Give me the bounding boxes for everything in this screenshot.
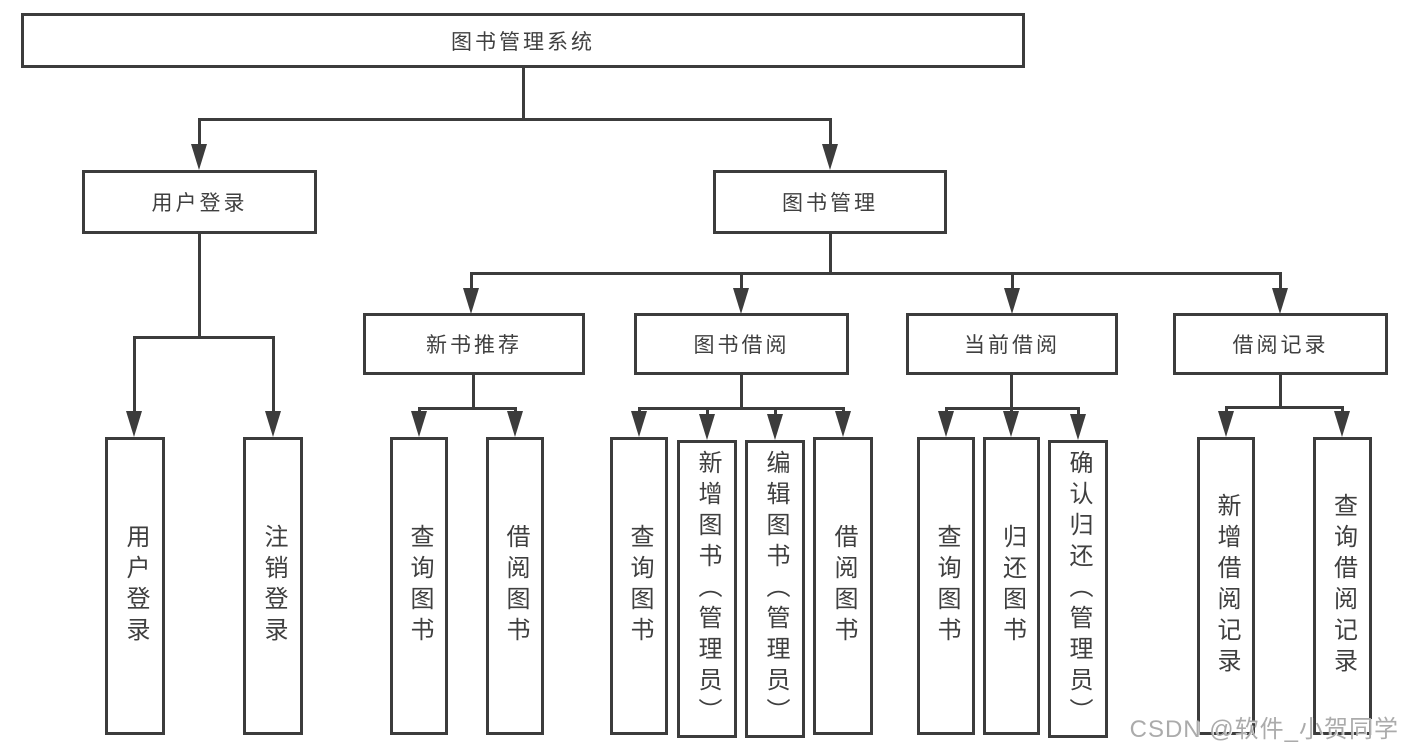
- arrowhead-down-icon: [767, 414, 783, 440]
- leaf-user-login-label: 用户登录: [122, 524, 149, 648]
- arrowhead-down-icon: [1218, 411, 1234, 437]
- node-book-management: 图书管理: [713, 170, 947, 234]
- connector-line: [133, 336, 136, 416]
- arrowhead-down-icon: [1004, 288, 1020, 314]
- node-root: 图书管理系统: [21, 13, 1025, 68]
- leaf-borrow-books-1: 借阅图书: [486, 437, 544, 735]
- connector-line: [740, 272, 743, 292]
- leaf-borrow-books-2-label: 借阅图书: [830, 524, 857, 648]
- connector-line: [522, 68, 525, 121]
- connector-line: [272, 336, 275, 416]
- leaf-query-books-3-label: 查询图书: [933, 524, 960, 648]
- arrowhead-down-icon: [191, 144, 207, 170]
- arrowhead-down-icon: [1334, 411, 1350, 437]
- connector-line: [829, 234, 832, 274]
- arrowhead-down-icon: [938, 411, 954, 437]
- leaf-query-books-2-label: 查询图书: [626, 524, 653, 648]
- leaf-user-login: 用户登录: [105, 437, 165, 735]
- connector-line: [472, 375, 475, 409]
- leaf-add-borrow-record: 新增借阅记录: [1197, 437, 1255, 735]
- leaf-confirm-return-admin: 确认归还（管理员）: [1048, 440, 1108, 738]
- connector-line: [638, 407, 845, 410]
- leaf-logout-label: 注销登录: [260, 524, 287, 648]
- leaf-add-books-admin-label: 新增图书（管理员）: [694, 449, 721, 729]
- leaf-add-books-admin: 新增图书（管理员）: [677, 440, 737, 738]
- arrowhead-down-icon: [835, 411, 851, 437]
- connector-line: [1011, 272, 1014, 292]
- node-current-borrowing: 当前借阅: [906, 313, 1118, 375]
- leaf-return-books-label: 归还图书: [998, 524, 1026, 648]
- leaf-confirm-return-admin-label: 确认归还（管理员）: [1065, 449, 1092, 729]
- leaf-logout: 注销登录: [243, 437, 303, 735]
- arrowhead-down-icon: [699, 414, 715, 440]
- connector-line: [198, 118, 832, 121]
- connector-line: [1279, 375, 1282, 408]
- connector-line: [1225, 406, 1344, 409]
- node-book-management-label: 图书管理: [782, 192, 878, 215]
- leaf-query-books-1: 查询图书: [390, 437, 448, 735]
- connector-line: [829, 118, 832, 148]
- connector-line: [133, 336, 275, 339]
- arrowhead-down-icon: [631, 411, 647, 437]
- node-book-borrowing-label: 图书借阅: [693, 334, 790, 357]
- leaf-query-books-1-label: 查询图书: [406, 524, 433, 648]
- leaf-query-books-2: 查询图书: [610, 437, 668, 735]
- node-new-book-recommend: 新书推荐: [363, 313, 585, 375]
- arrowhead-down-icon: [463, 288, 479, 314]
- node-new-book-recommend-label: 新书推荐: [426, 334, 522, 357]
- connector-line: [1077, 407, 1080, 417]
- connector-line: [1341, 406, 1344, 415]
- connector-line: [774, 407, 777, 417]
- node-user-login: 用户登录: [82, 170, 317, 234]
- arrowhead-down-icon: [411, 411, 427, 437]
- csdn-watermark: CSDN @软件_小贺同学: [1129, 716, 1399, 743]
- connector-line: [1010, 375, 1013, 409]
- leaf-query-books-3: 查询图书: [917, 437, 975, 735]
- arrowhead-down-icon: [1003, 411, 1019, 437]
- arrowhead-down-icon: [733, 288, 749, 314]
- arrowhead-down-icon: [1272, 288, 1288, 314]
- connector-line: [198, 234, 201, 338]
- connector-line: [1225, 406, 1228, 415]
- arrowhead-down-icon: [265, 411, 281, 437]
- arrowhead-down-icon: [822, 144, 838, 170]
- leaf-return-books: 归还图书: [983, 437, 1040, 735]
- arrowhead-down-icon: [126, 411, 142, 437]
- leaf-query-borrow-record: 查询借阅记录: [1313, 437, 1372, 735]
- node-user-login-label: 用户登录: [151, 192, 248, 215]
- connector-line: [470, 272, 1282, 275]
- arrowhead-down-icon: [1070, 414, 1086, 440]
- leaf-query-borrow-record-label: 查询借阅记录: [1329, 493, 1357, 679]
- arrowhead-down-icon: [507, 411, 523, 437]
- leaf-edit-books-admin: 编辑图书（管理员）: [745, 440, 805, 738]
- connector-line: [1279, 272, 1282, 292]
- connector-line: [418, 407, 517, 410]
- node-borrowing-records: 借阅记录: [1173, 313, 1388, 375]
- connector-line: [198, 118, 201, 148]
- leaf-borrow-books-2: 借阅图书: [813, 437, 873, 735]
- leaf-add-borrow-record-label: 新增借阅记录: [1213, 493, 1240, 679]
- node-book-borrowing: 图书借阅: [634, 313, 849, 375]
- connector-line: [706, 407, 709, 417]
- leaf-edit-books-admin-label: 编辑图书（管理员）: [762, 449, 789, 729]
- node-borrowing-records-label: 借阅记录: [1232, 334, 1329, 357]
- connector-line: [740, 375, 743, 409]
- node-root-label: 图书管理系统: [451, 30, 595, 54]
- node-current-borrowing-label: 当前借阅: [964, 334, 1060, 357]
- connector-line: [470, 272, 473, 292]
- leaf-borrow-books-1-label: 借阅图书: [502, 524, 529, 648]
